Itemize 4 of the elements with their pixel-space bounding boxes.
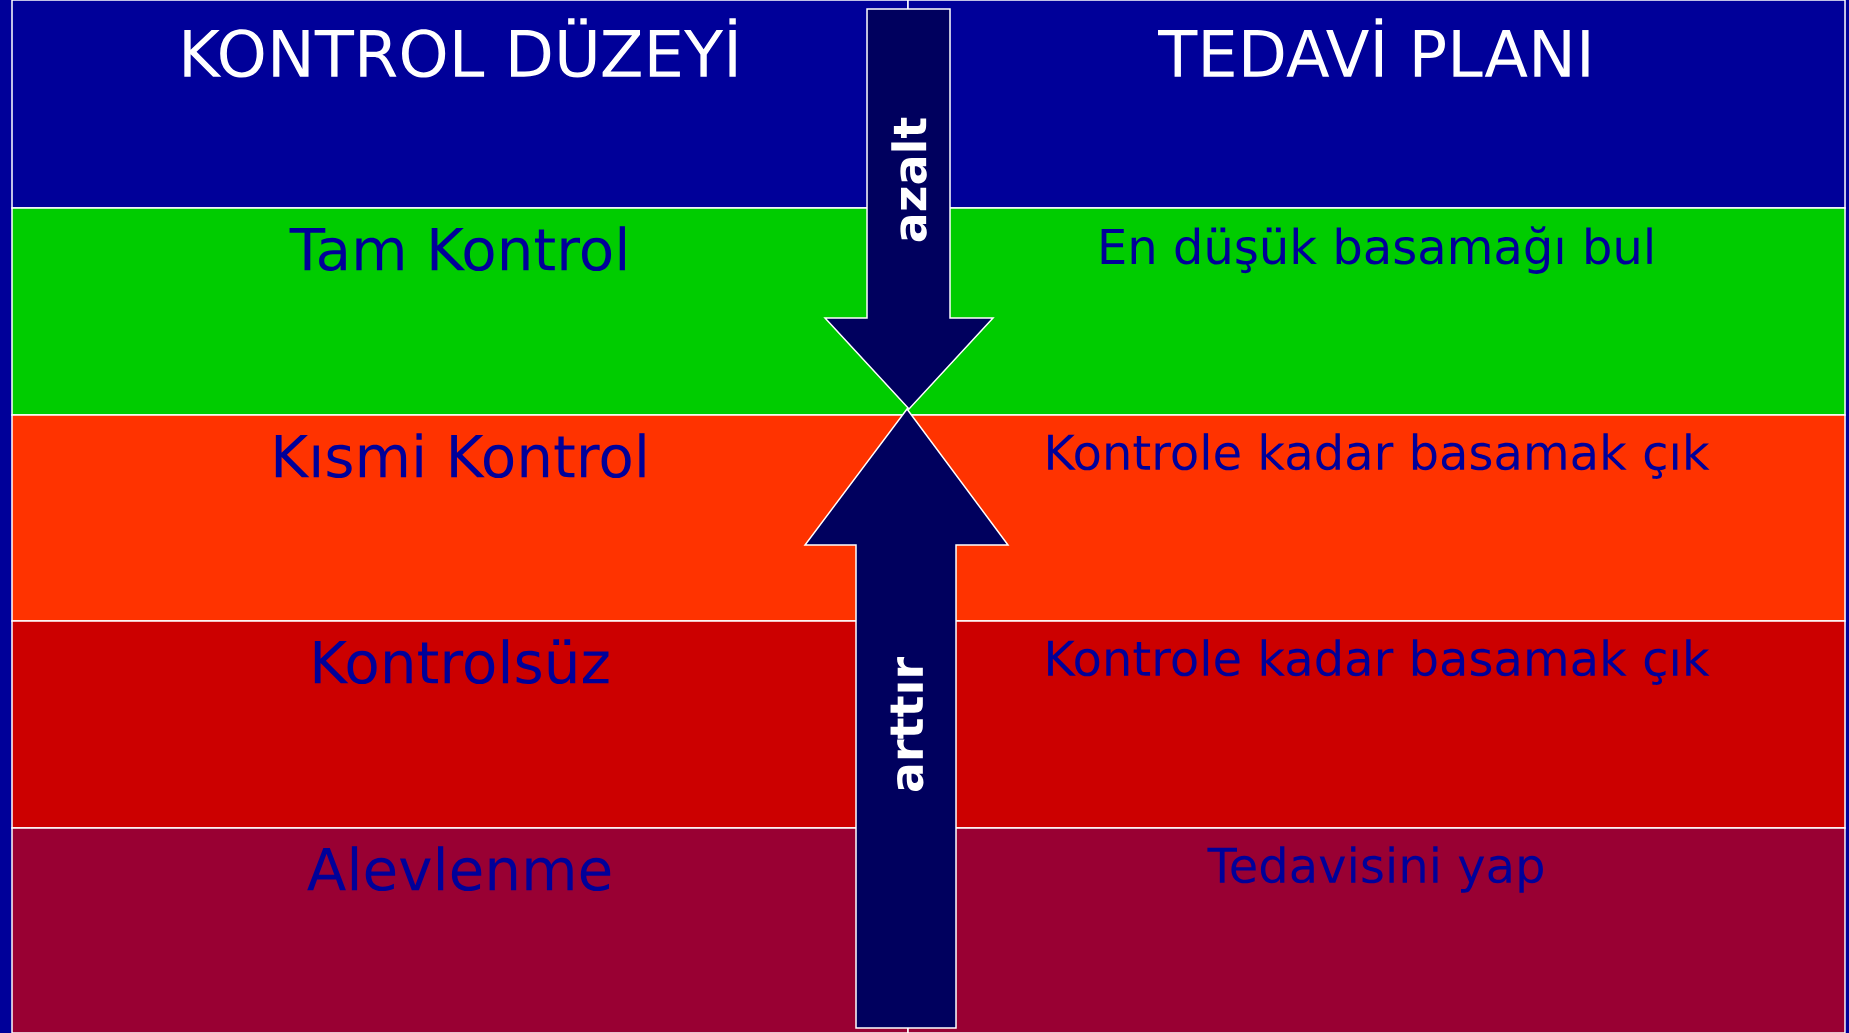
table-cell: Tedavisini yap <box>907 827 1846 1033</box>
table-cell: Alevlenme <box>11 827 909 1033</box>
table-cell: Kontrole kadar basamak çık <box>907 414 1846 622</box>
table-cell: Kısmi Kontrol <box>11 414 909 622</box>
